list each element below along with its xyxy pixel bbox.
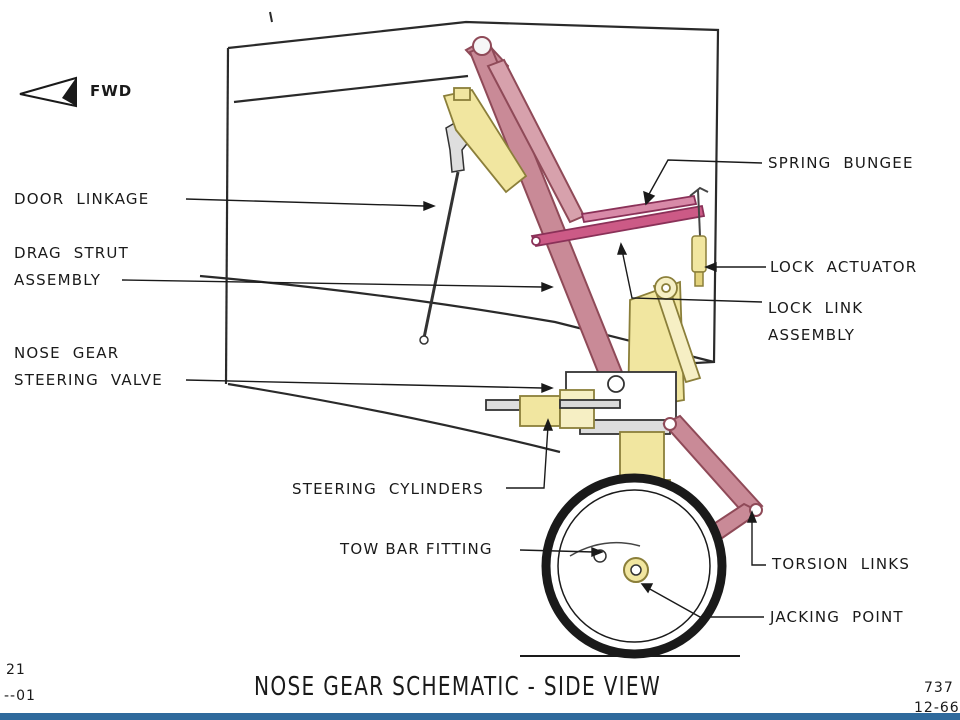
- wheel-well-outline: [199, 11, 720, 454]
- spring-bungee: [530, 194, 706, 248]
- corner-ref-bottom-right: 12-66: [914, 700, 960, 714]
- drag-strut: [464, 36, 628, 394]
- label-nose-gear-steering-valve: NOSE GEAR STEERING VALVE: [14, 344, 163, 389]
- steering-cylinders: [485, 389, 621, 429]
- bottom-edge-bar: [0, 713, 960, 720]
- label-lock-actuator: LOCK ACTUATOR: [770, 258, 918, 276]
- label-tow-bar-fitting: TOW BAR FITTING: [340, 540, 493, 558]
- nose-wheel: [520, 473, 740, 659]
- forward-arrow: [19, 76, 77, 108]
- label-spring-bungee: SPRING BUNGEE: [768, 154, 914, 172]
- lock-actuator: [689, 186, 709, 287]
- label-door-linkage: DOOR LINKAGE: [14, 190, 150, 208]
- label-jacking-point: JACKING POINT: [770, 608, 904, 626]
- corner-ref-top-right: 737: [924, 680, 954, 696]
- direction-label-fwd: FWD: [90, 82, 133, 100]
- door-linkage-rod: [419, 118, 471, 345]
- upper-actuator: [442, 87, 528, 194]
- label-lock-link-assembly: LOCK LINK ASSEMBLY: [768, 299, 864, 344]
- schematic-title: NOSE GEAR SCHEMATIC - SIDE VIEW: [254, 672, 662, 702]
- corner-ref-bottom-left: --01: [4, 688, 36, 704]
- label-drag-strut-assembly: DRAG STRUT ASSEMBLY: [14, 244, 129, 289]
- label-steering-cylinders: STEERING CYLINDERS: [292, 480, 485, 498]
- leader-lines: [121, 159, 766, 618]
- corner-ref-top-left: 21: [6, 662, 26, 678]
- label-torsion-links: TORSION LINKS: [772, 555, 911, 573]
